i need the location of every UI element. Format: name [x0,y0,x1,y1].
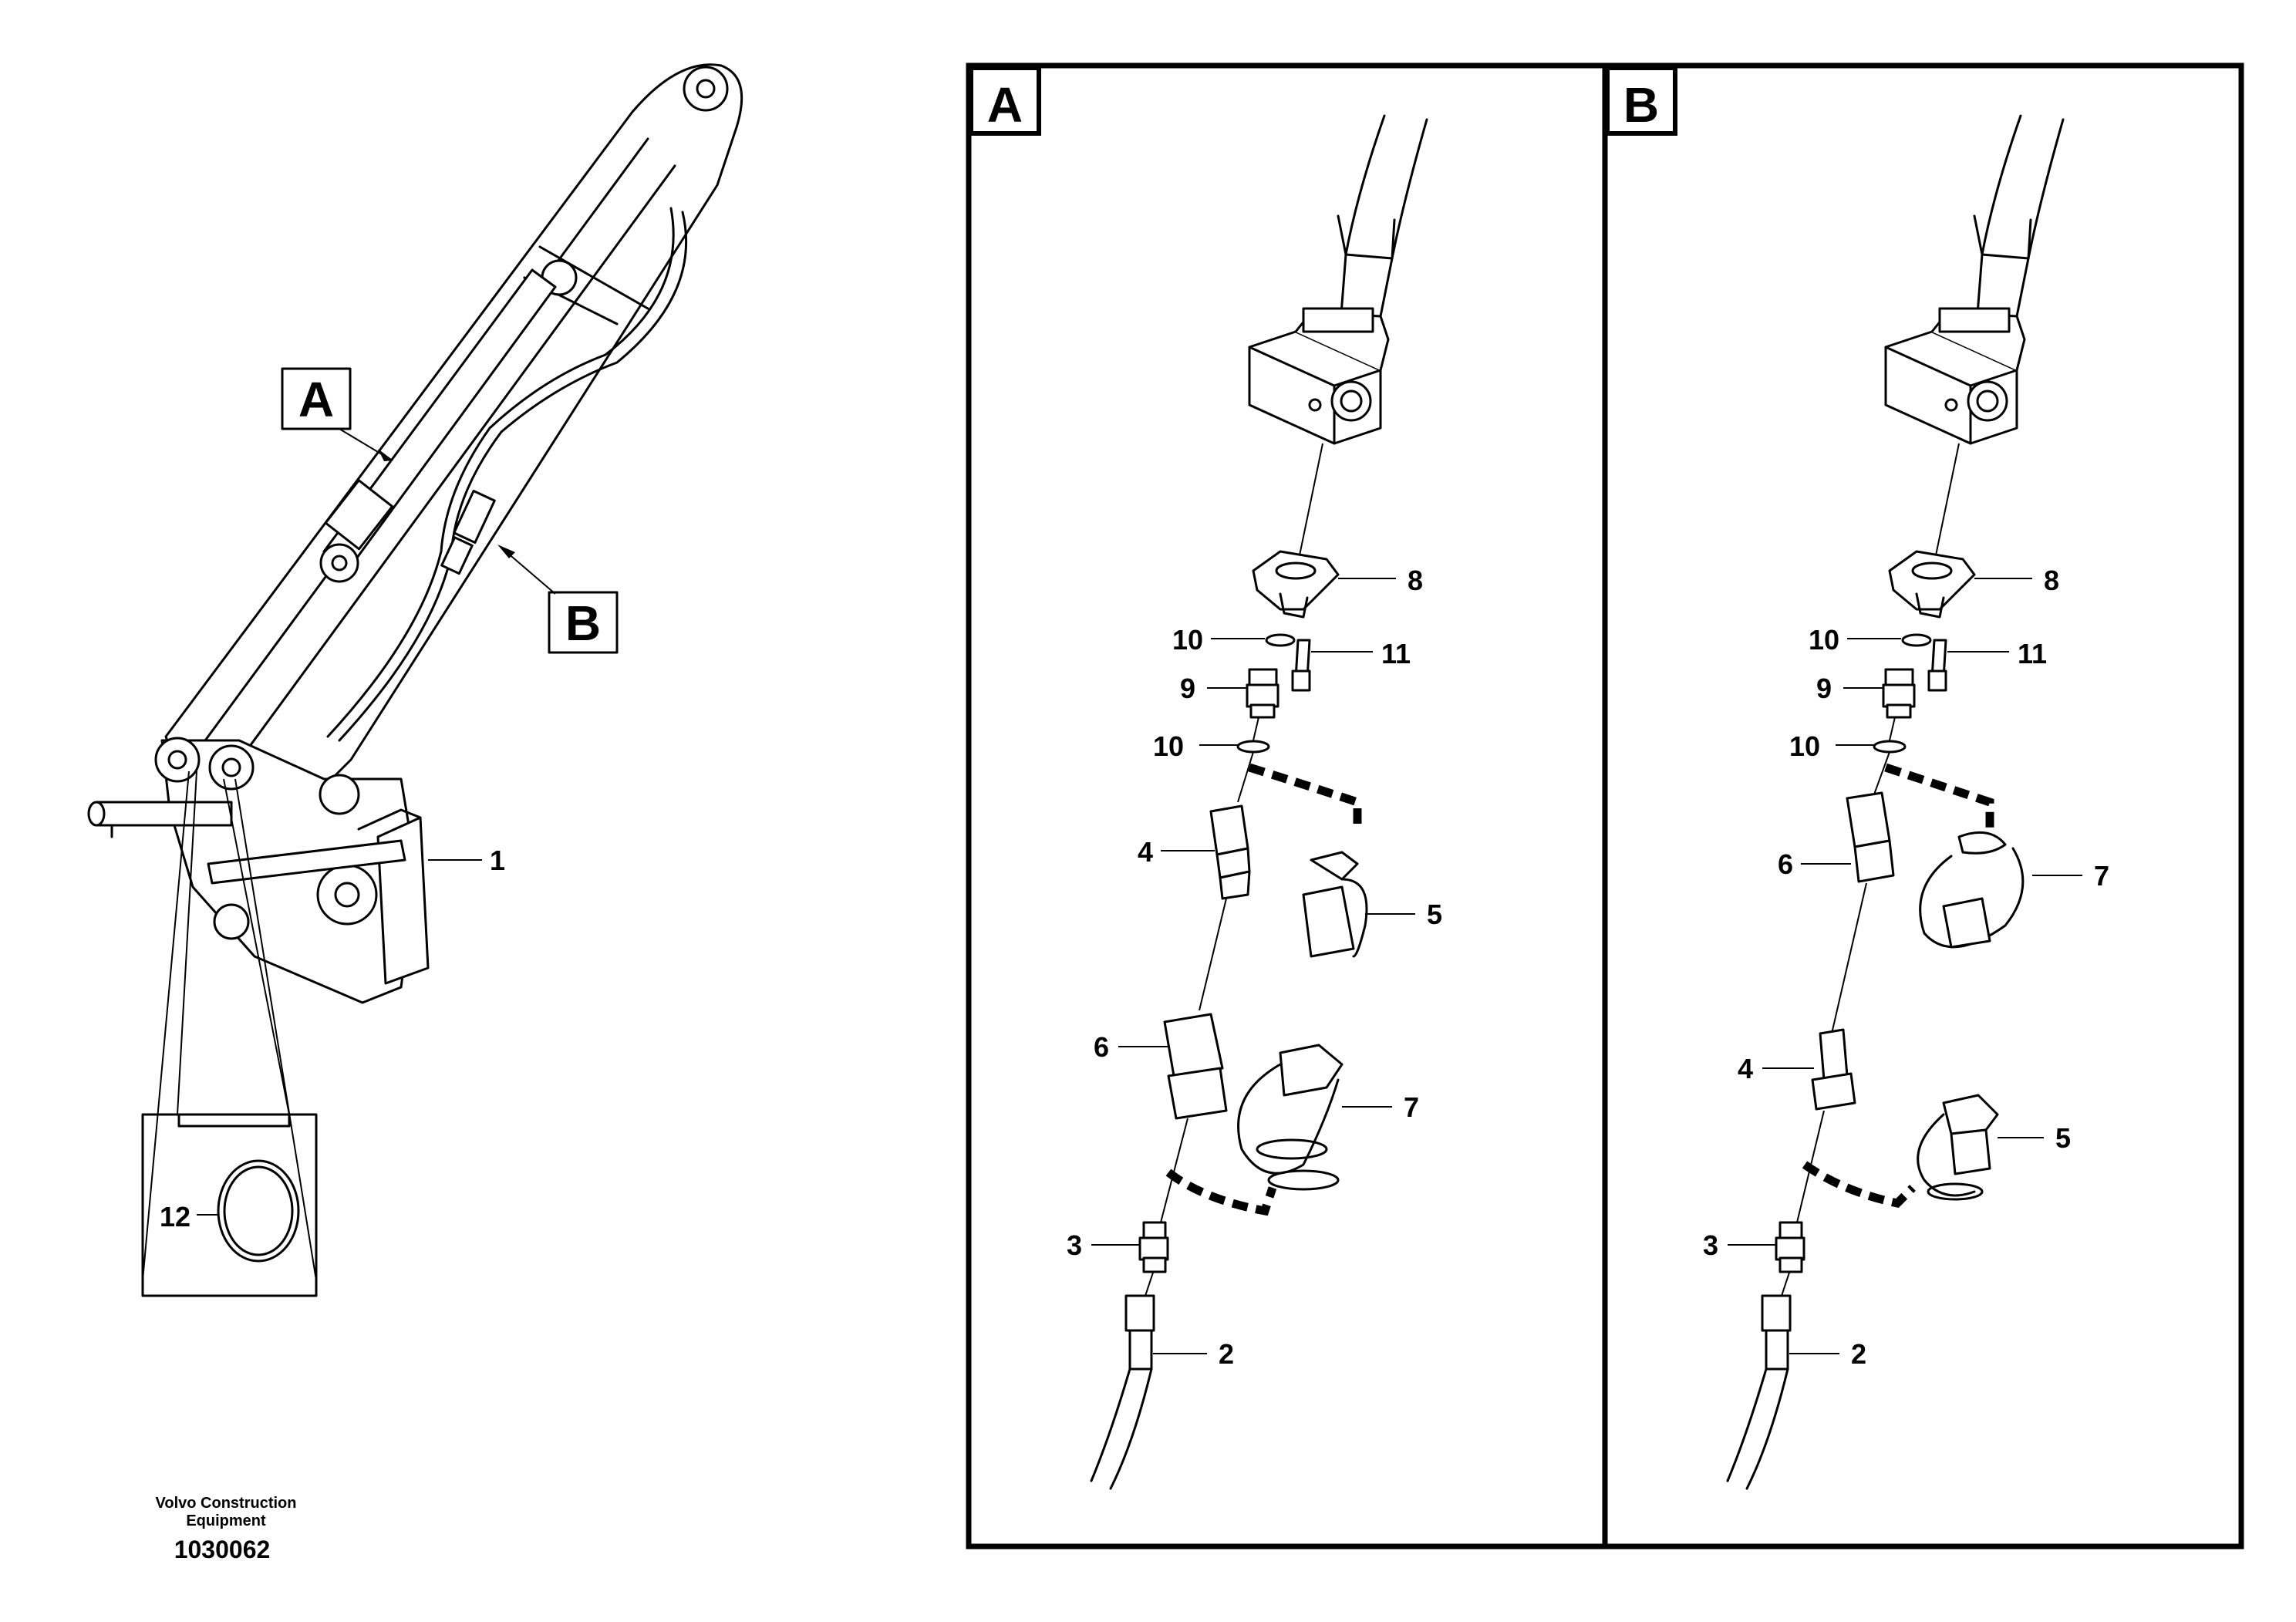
label-a-5: 5 [1427,899,1442,930]
part-8-a [1252,550,1340,619]
part-4-a [1209,804,1251,900]
panel-b-title: B [1623,77,1659,133]
part-8-b [1888,550,1976,619]
label-a-11: 11 [1381,638,1411,669]
part-10a-b [1901,633,1932,647]
label-b-11: 11 [2018,638,2047,669]
part-2-b [1726,1294,1792,1490]
part-6-b [1846,791,1895,883]
label-b-3: 3 [1703,1229,1718,1261]
label-a-7: 7 [1404,1091,1419,1123]
part-6-a [1163,1013,1228,1120]
part-10b-a [1236,740,1270,754]
boom-overview [87,63,743,1297]
boom-hose [338,211,688,742]
footer-drawing-number: 1030062 [174,1536,271,1563]
callout-a-box [281,367,352,430]
pivot-pin [95,801,233,827]
callout-a-text: A [298,372,334,427]
part-7-a [1237,1044,1344,1191]
label-a-4: 4 [1138,836,1153,868]
part-2-a [1090,1294,1155,1490]
label-a-6: 6 [1094,1031,1109,1063]
panel-b: B [1605,66,2082,1490]
callout-b-box [548,591,619,654]
chain-a-bottom [1165,1168,1277,1216]
part-4-b [1811,1028,1856,1111]
top-pivot [683,66,729,112]
label-a-8: 8 [1408,565,1423,596]
part-9-a [1246,668,1279,719]
panel-a: A [969,66,1428,1490]
chain-b-top [1884,763,1994,829]
label-b-5: 5 [2055,1122,2071,1154]
part-10a-a [1265,633,1296,647]
part-5-a [1302,851,1368,958]
label-a-9: 9 [1180,673,1195,704]
o-ring-12 [217,1159,300,1263]
footer-company-line2: Equipment [186,1512,266,1529]
part-3-b [1775,1221,1805,1273]
label-b-10-upper: 10 [1809,624,1839,656]
label-b-10-lower: 10 [1789,730,1820,762]
label-part-1: 1 [490,845,505,876]
part-5-b [1917,1094,1999,1201]
part-7-b [1919,831,2025,949]
label-b-4: 4 [1738,1053,1753,1084]
callout-b-text: B [565,595,601,651]
part-10b-b [1873,740,1907,754]
label-a-10-lower: 10 [1153,730,1184,762]
label-b-7: 7 [2094,860,2109,892]
part-9-b [1882,668,1916,719]
detail-leaders [142,771,317,1281]
valve-block-a [1248,307,1390,445]
label-b-6: 6 [1778,848,1793,880]
panel-a-title: A [987,77,1023,133]
label-a-2: 2 [1219,1338,1234,1370]
label-b-2: 2 [1851,1338,1866,1370]
footer-company-line1: Volvo Construction [156,1495,297,1512]
label-b-8: 8 [2044,565,2059,596]
chain-a-top [1248,763,1362,825]
label-part-12: 12 [160,1201,190,1233]
label-b-9: 9 [1816,673,1832,704]
valve-block-b [1884,307,2026,445]
chain-b-bottom [1802,1161,1916,1209]
label-a-3: 3 [1067,1229,1082,1261]
part-3-a [1138,1221,1169,1273]
label-a-10-upper: 10 [1172,624,1203,656]
